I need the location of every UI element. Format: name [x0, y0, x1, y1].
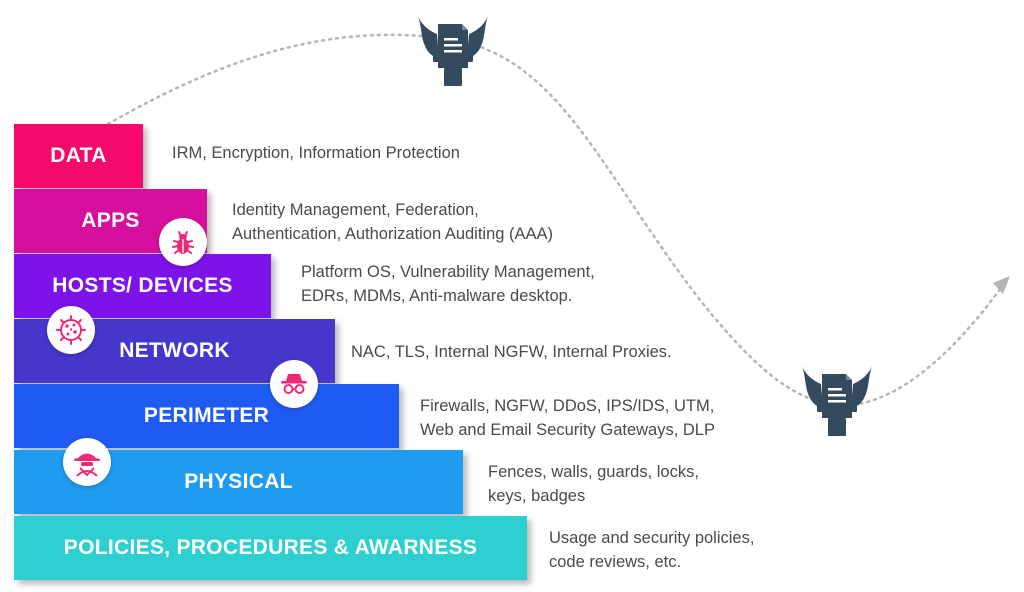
layer-data: DATA	[14, 124, 143, 188]
description-perimeter: Firewalls, NGFW, DDoS, IPS/IDS, UTM, Web…	[420, 394, 715, 442]
trajectory-arrowhead	[993, 276, 1010, 294]
description-line: Identity Management, Federation,	[232, 201, 479, 219]
layer-label-data: DATA	[50, 144, 107, 167]
hacker-badge	[63, 438, 111, 486]
description-line: Platform OS, Vulnerability Management,	[301, 263, 595, 281]
layer-label-perimeter: PERIMETER	[143, 404, 270, 427]
hacker-icon	[74, 453, 100, 477]
layer-perimeter: PERIMETER	[14, 384, 399, 448]
virus-icon	[56, 315, 86, 345]
winged-document-icon	[418, 16, 488, 86]
layer-label-network: NETWORK	[119, 339, 230, 362]
description-policies: Usage and security policies, code review…	[549, 526, 754, 574]
description-hosts-devices: Platform OS, Vulnerability Management, E…	[301, 260, 595, 308]
description-line: keys, badges	[488, 487, 586, 505]
layer-label-physical: PHYSICAL	[184, 470, 293, 493]
description-line: EDRs, MDMs, Anti-malware desktop.	[301, 287, 573, 305]
spy-icon	[281, 374, 307, 394]
description-line: Usage and security policies,	[549, 529, 755, 547]
description-network: NAC, TLS, Internal NGFW, Internal Proxie…	[351, 340, 672, 364]
description-apps: Identity Management, Federation, Authent…	[232, 198, 553, 246]
layer-hosts-devices: HOSTS/ DEVICES	[14, 254, 271, 318]
layer-label-apps: APPS	[81, 209, 140, 232]
description-line: IRM, Encryption, Information Protection	[172, 144, 460, 162]
description-line: Fences, walls, guards, locks,	[488, 463, 699, 481]
description-line: NAC, TLS, Internal NGFW, Internal Proxie…	[351, 343, 672, 361]
description-line: code reviews, etc.	[549, 553, 682, 571]
spy-badge	[270, 360, 318, 408]
description-line: Web and Email Security Gateways, DLP	[420, 421, 715, 439]
layer-label-hosts-devices: HOSTS/ DEVICES	[52, 274, 233, 297]
layer-policies: POLICIES, PROCEDURES & AWARNESS	[14, 516, 527, 580]
attack-trajectory-path	[106, 33, 1005, 407]
bug-badge	[159, 218, 207, 266]
virus-badge	[47, 306, 95, 354]
layer-label-policies: POLICIES, PROCEDURES & AWARNESS	[63, 536, 478, 559]
description-data: IRM, Encryption, Information Protection	[172, 141, 460, 165]
winged-document-icon	[802, 366, 872, 436]
description-line: Authentication, Authorization Auditing (…	[232, 225, 554, 243]
description-physical: Fences, walls, guards, locks, keys, badg…	[488, 460, 699, 508]
bug-icon	[172, 231, 194, 254]
description-line: Firewalls, NGFW, DDoS, IPS/IDS, UTM,	[420, 397, 715, 415]
